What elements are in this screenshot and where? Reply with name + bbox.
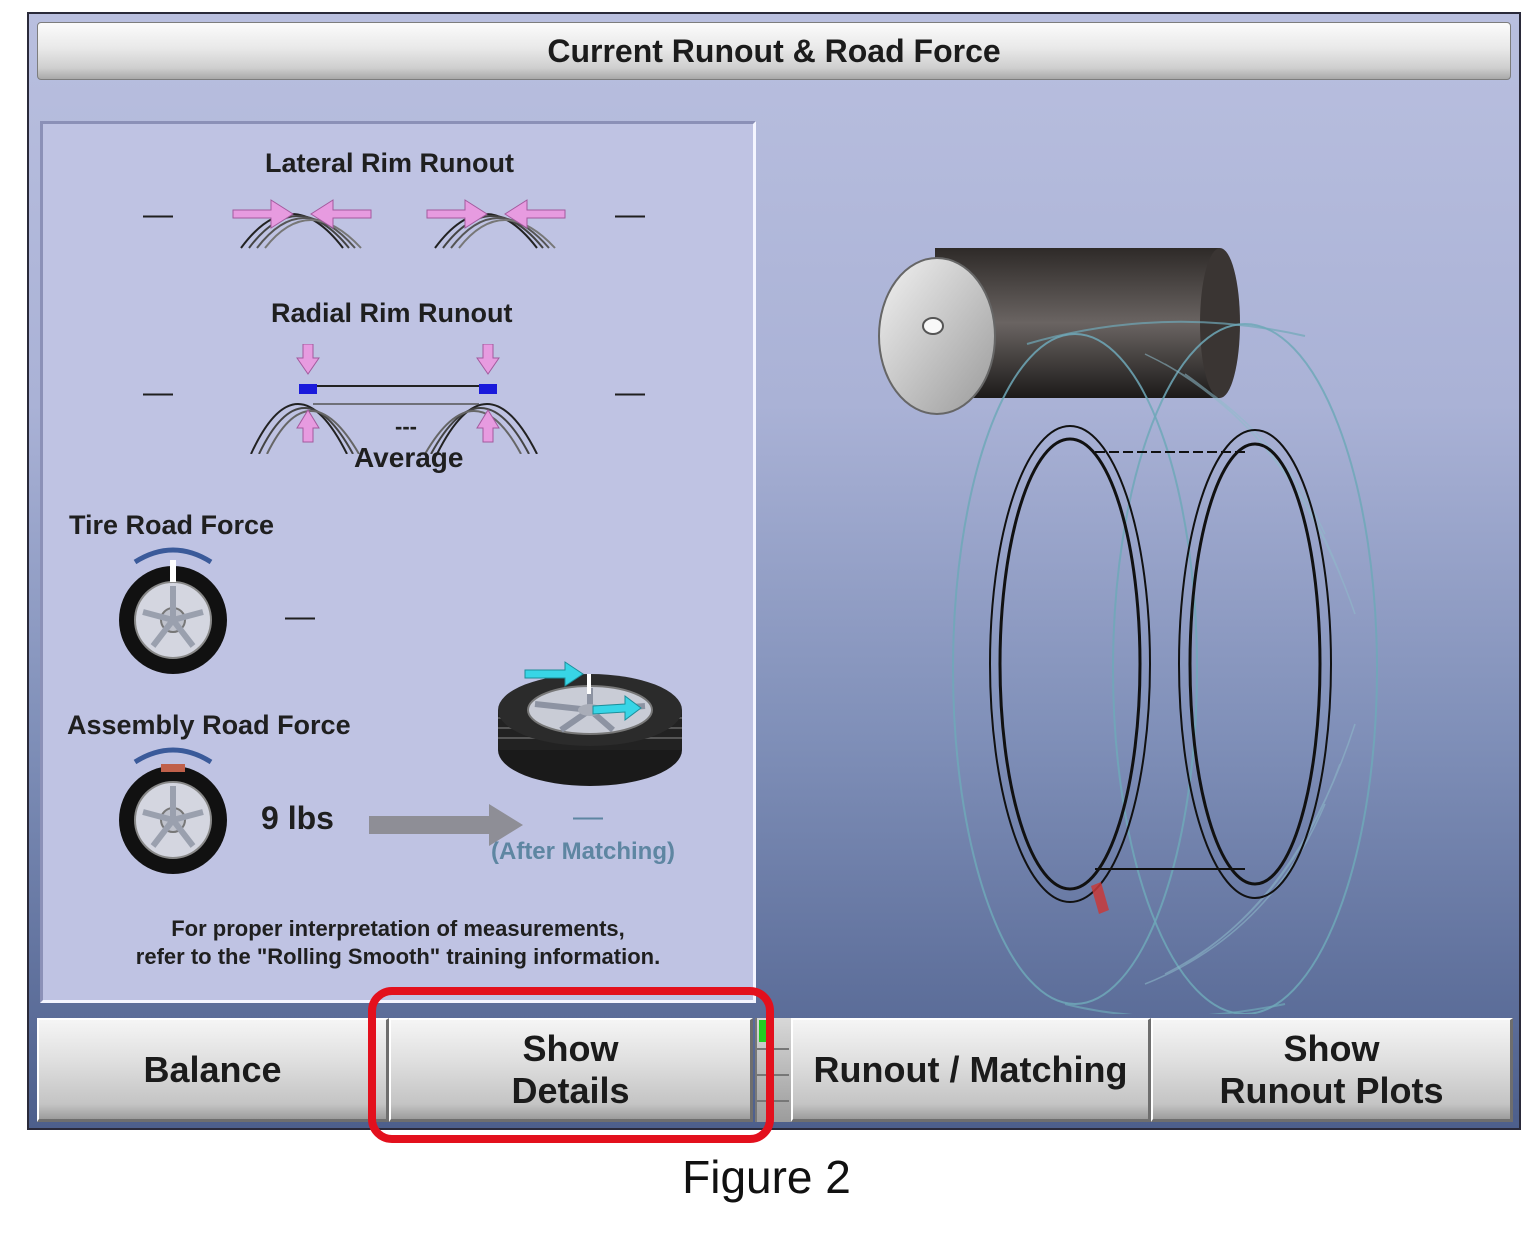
lateral-left-value: —: [143, 198, 173, 231]
tire-road-force-icon: [119, 547, 227, 674]
interpretation-note-line2: refer to the "Rolling Smooth" training i…: [135, 944, 661, 969]
assembly-road-force-icon: [119, 747, 227, 874]
balance-button[interactable]: Balance: [37, 1018, 389, 1122]
radial-left-value: —: [143, 376, 173, 409]
lateral-right-value: —: [615, 198, 645, 231]
show-runout-plots-button-label: Show Runout Plots: [1219, 1027, 1444, 1111]
measurement-panel: Lateral Rim Runout — — Radial Rim Runout…: [40, 121, 756, 1003]
assembly-road-force-label: Assembly Road Force: [67, 710, 351, 740]
lateral-rim-runout-label: Lateral Rim Runout: [265, 148, 515, 178]
after-matching-value: —: [573, 800, 603, 833]
runout-matching-button[interactable]: Runout / Matching: [791, 1018, 1151, 1122]
radial-rim-runout-label: Radial Rim Runout: [271, 298, 513, 328]
status-indicator-light: [759, 1020, 767, 1042]
radial-runout-icon: [250, 344, 538, 454]
wheel-3d-view: [878, 248, 1378, 1014]
softkey-bar: Balance Show Details Runout / Matching S…: [29, 1014, 1519, 1128]
show-runout-plots-button[interactable]: Show Runout Plots: [1151, 1018, 1513, 1122]
tire-road-force-label: Tire Road Force: [69, 510, 275, 540]
lateral-runout-left-icon: [232, 199, 372, 249]
radial-average-value: ---: [395, 414, 417, 439]
balance-button-label: Balance: [143, 1048, 282, 1090]
lateral-runout-right-icon: [426, 199, 566, 249]
figure-caption: Figure 2: [682, 1151, 851, 1203]
interpretation-note-line1: For proper interpretation of measurement…: [171, 916, 625, 941]
balancer-screen: Current Runout & Road Force Lateral Rim …: [27, 12, 1521, 1130]
matching-arrow-icon: [369, 804, 523, 846]
show-details-highlight: [368, 987, 774, 1143]
assembly-road-force-value: 9 lbs: [261, 800, 334, 836]
after-matching-label: (After Matching): [491, 838, 675, 865]
tire-road-force-value: —: [285, 600, 315, 633]
rotated-tire-icon: [498, 661, 682, 786]
radial-right-value: —: [615, 376, 645, 409]
average-label: Average: [354, 442, 464, 473]
show-details-button-label: Show Details: [511, 1027, 630, 1111]
screen-title: Current Runout & Road Force: [37, 22, 1511, 80]
runout-matching-button-label: Runout / Matching: [813, 1048, 1128, 1090]
show-details-button[interactable]: Show Details: [389, 1018, 753, 1122]
